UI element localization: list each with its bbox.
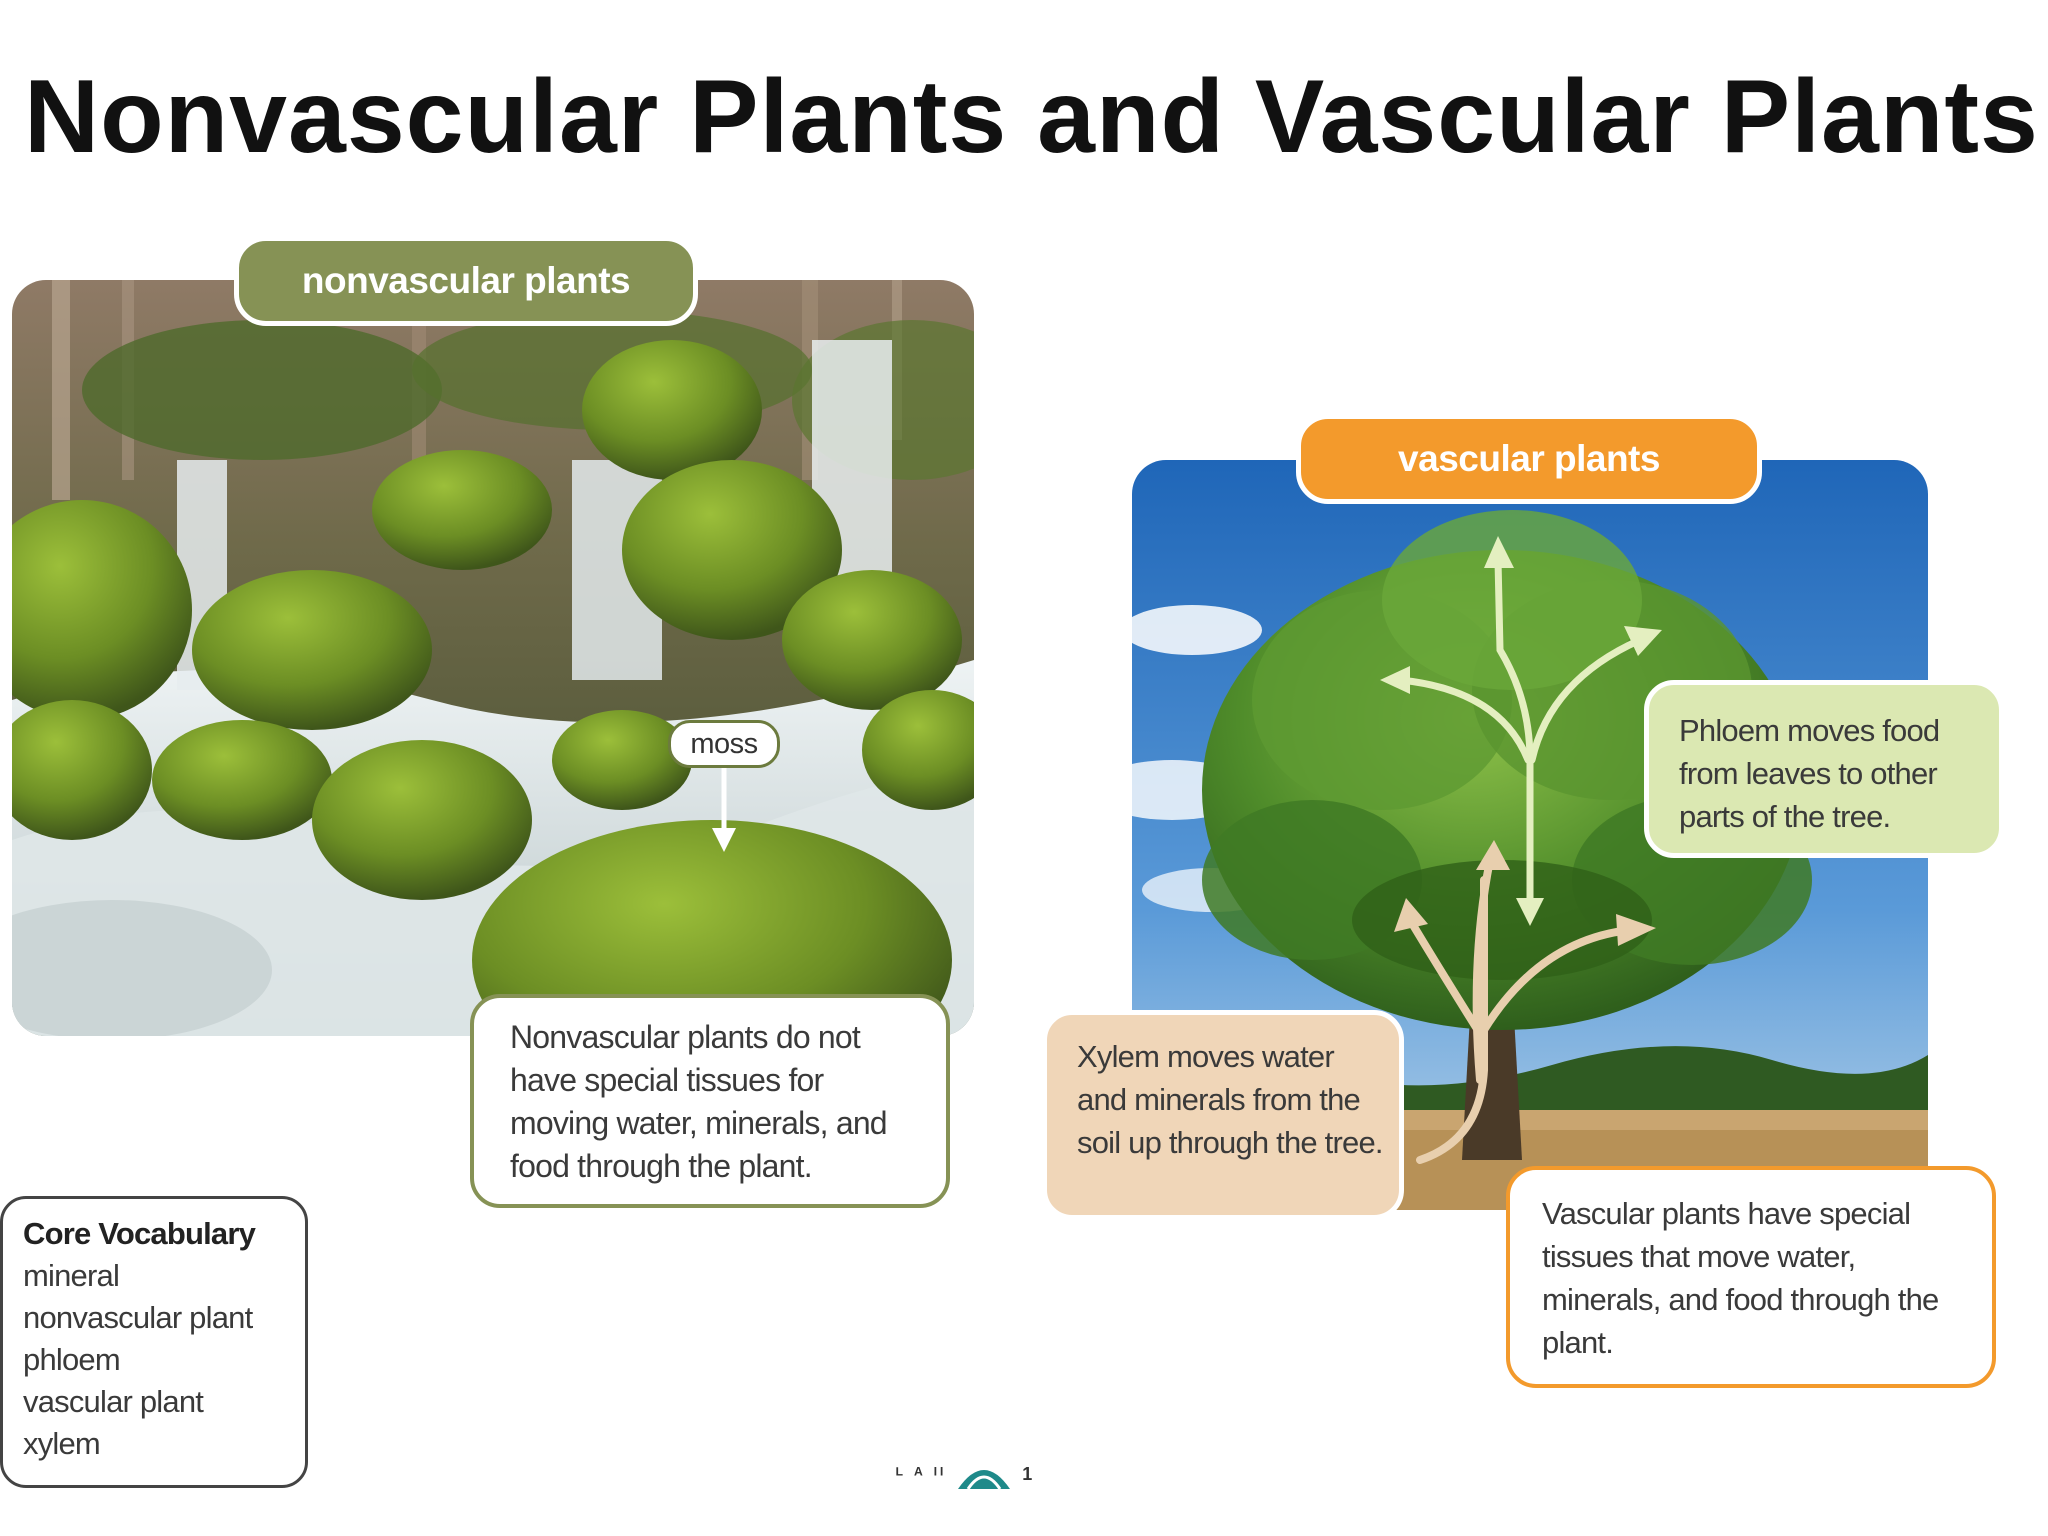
- vocabulary-term: nonvascular plant: [23, 1300, 253, 1335]
- moss-waterfall-photo: [12, 280, 974, 1036]
- vascular-caption: Vascular plants have special tissues tha…: [1506, 1166, 1996, 1388]
- vocabulary-list: mineral nonvascular plant phloem vascula…: [23, 1255, 295, 1465]
- xylem-note: Xylem moves water and minerals from the …: [1042, 1010, 1404, 1220]
- xylem-arrow-icon: [1394, 840, 1656, 1164]
- publisher-logo-icon: [958, 1470, 1011, 1490]
- vocabulary-term: xylem: [23, 1426, 101, 1461]
- phloem-arrow-icon: [1380, 536, 1662, 926]
- core-vocabulary-box: Core Vocabulary mineral nonvascular plan…: [0, 1196, 308, 1488]
- footer-suffix: 1: [1022, 1463, 1036, 1484]
- phloem-note: Phloem moves food from leaves to other p…: [1644, 680, 2004, 858]
- vocabulary-term: phloem: [23, 1342, 121, 1377]
- vocabulary-term: vascular plant: [23, 1384, 204, 1419]
- nonvascular-plants-tag: nonvascular plants: [234, 236, 698, 326]
- footer-text: ᴸ ᴬ ᴵᴵ: [896, 1463, 947, 1484]
- vocabulary-heading: Core Vocabulary: [23, 1216, 256, 1251]
- down-arrow-icon: [712, 768, 736, 852]
- page-footer: ᴸ ᴬ ᴵᴵ 1: [896, 1454, 1076, 1494]
- vocabulary-term: mineral: [23, 1258, 120, 1293]
- page-title: Nonvascular Plants and Vascular Plants: [24, 59, 2039, 175]
- nonvascular-caption: Nonvascular plants do not have special t…: [470, 994, 950, 1208]
- vascular-plants-tag: vascular plants: [1296, 414, 1762, 504]
- moss-label: moss: [668, 720, 780, 768]
